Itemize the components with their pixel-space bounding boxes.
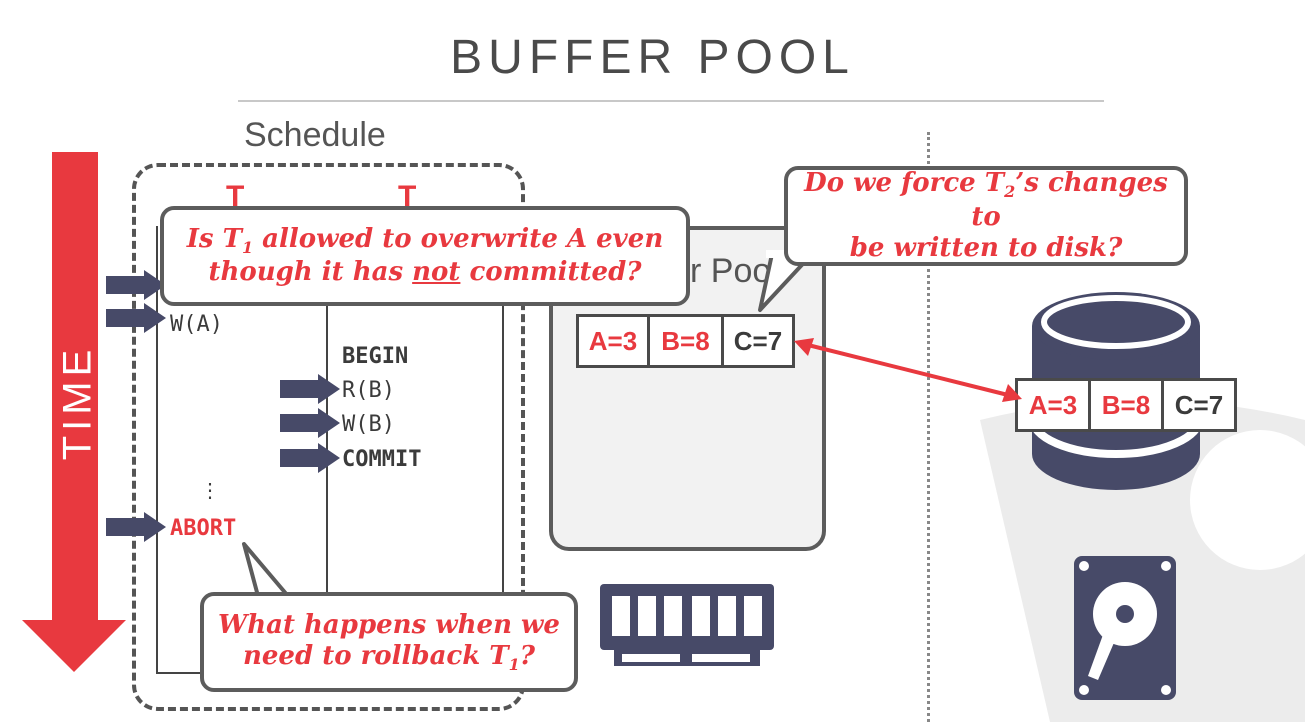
title-divider: [238, 100, 1104, 102]
callout-force-question: Do we force T2’s changes to be written t…: [784, 166, 1188, 266]
step-arrow-icon: [106, 270, 166, 300]
callout1-text-d: committed?: [460, 257, 642, 288]
time-arrow: [22, 152, 126, 672]
callout2-text-a: Do we force T: [804, 168, 1005, 199]
buffer-pool-cells: A=3 B=8 C=7: [576, 314, 796, 368]
step-arrow-icon: [280, 408, 340, 438]
disk-cell-a: A=3: [1015, 378, 1091, 432]
disk-cell-b: B=8: [1088, 378, 1164, 432]
memory-chip-icon: [600, 584, 774, 666]
callout2-sub: 2: [1004, 182, 1016, 202]
callout2-text-c: be written to disk?: [849, 232, 1123, 263]
t2-header: T: [398, 180, 417, 213]
disk-cells: A=3 B=8 C=7: [1015, 378, 1237, 432]
t2-op-begin: BEGIN: [342, 344, 409, 369]
buffer-cell-b: B=8: [647, 314, 724, 368]
callout1-sub: 1: [241, 237, 254, 257]
schedule-label: Schedule: [244, 116, 386, 154]
callout-overwrite-question: Is T1 allowed to overwrite A even though…: [160, 206, 690, 306]
callout3-text-c: ?: [519, 640, 536, 671]
slide-title: BUFFER POOL: [450, 31, 855, 84]
callout3-sub: 1: [508, 655, 520, 675]
sync-arrow: [794, 338, 1022, 402]
callout-rollback-question: What happens when we need to rollback T1…: [200, 592, 578, 692]
t2-op-write-b: W(B): [342, 412, 395, 437]
buffer-cell-c: C=7: [721, 314, 795, 368]
step-arrow-icon: [280, 374, 340, 404]
callout3-text-b: need to rollback T: [242, 640, 509, 671]
schedule-box: [132, 163, 525, 711]
t2-op-read-b: R(B): [342, 378, 395, 403]
time-label: TIME: [55, 344, 100, 461]
disk-cell-c: C=7: [1161, 378, 1237, 432]
step-arrow-icon: [106, 303, 166, 333]
buffer-cell-a: A=3: [576, 314, 650, 368]
callout1-text-b: allowed to overwrite A even: [253, 223, 664, 254]
step-arrow-icon: [280, 443, 340, 473]
callout1-text-a: Is T: [186, 223, 242, 254]
t1-op-write-a: W(A): [170, 312, 223, 337]
t1-op-ellipsis: ⋮: [200, 478, 220, 502]
callout1-text-c: though it has: [208, 257, 413, 288]
hard-drive-icon: [1074, 556, 1176, 700]
callout3-tail: [242, 542, 290, 598]
callout3-text-a: What happens when we: [218, 609, 560, 640]
schedule-column-divider: [326, 290, 328, 672]
t1-op-abort: ABORT: [170, 516, 237, 541]
callout1-underline: not: [412, 257, 461, 288]
t1-header: T: [226, 180, 245, 213]
t2-op-commit: COMMIT: [342, 447, 422, 472]
section-divider: [927, 132, 930, 722]
callout2-text-b: ’s changes to: [971, 168, 1168, 232]
step-arrow-icon: [106, 512, 166, 542]
